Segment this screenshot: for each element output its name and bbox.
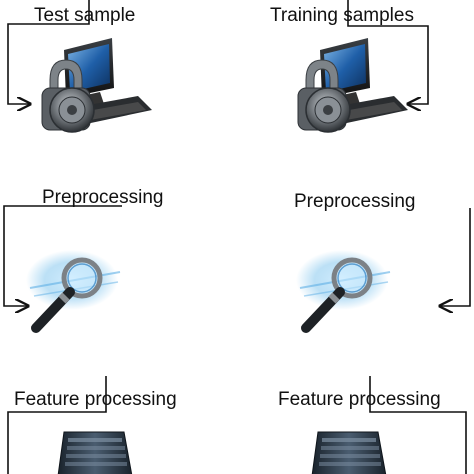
connector-left-feature xyxy=(7,376,107,474)
magnifier-icon-right xyxy=(296,250,390,328)
label-preprocessing-left: Preprocessing xyxy=(42,187,164,208)
computer-lock-icon-right xyxy=(297,37,409,133)
connector-test-to-pc xyxy=(7,0,90,104)
label-feature-processing-left: Feature processing xyxy=(14,389,177,410)
magnifier-icon-left xyxy=(26,250,120,328)
connector-right-feature xyxy=(369,376,467,474)
label-feature-processing-right: Feature processing xyxy=(278,389,441,410)
server-icon-right xyxy=(311,431,387,474)
label-preprocessing-right: Preprocessing xyxy=(294,191,416,212)
computer-lock-icon-left xyxy=(41,37,153,133)
server-icon-left xyxy=(57,431,133,474)
connector-training-to-pc xyxy=(347,0,429,104)
connector-right-preproc-to-magnifier xyxy=(440,208,471,306)
connector-preproc-to-magnifier xyxy=(3,205,122,306)
label-test-sample: Test sample xyxy=(34,5,136,26)
label-training-samples: Training samples xyxy=(270,5,414,26)
